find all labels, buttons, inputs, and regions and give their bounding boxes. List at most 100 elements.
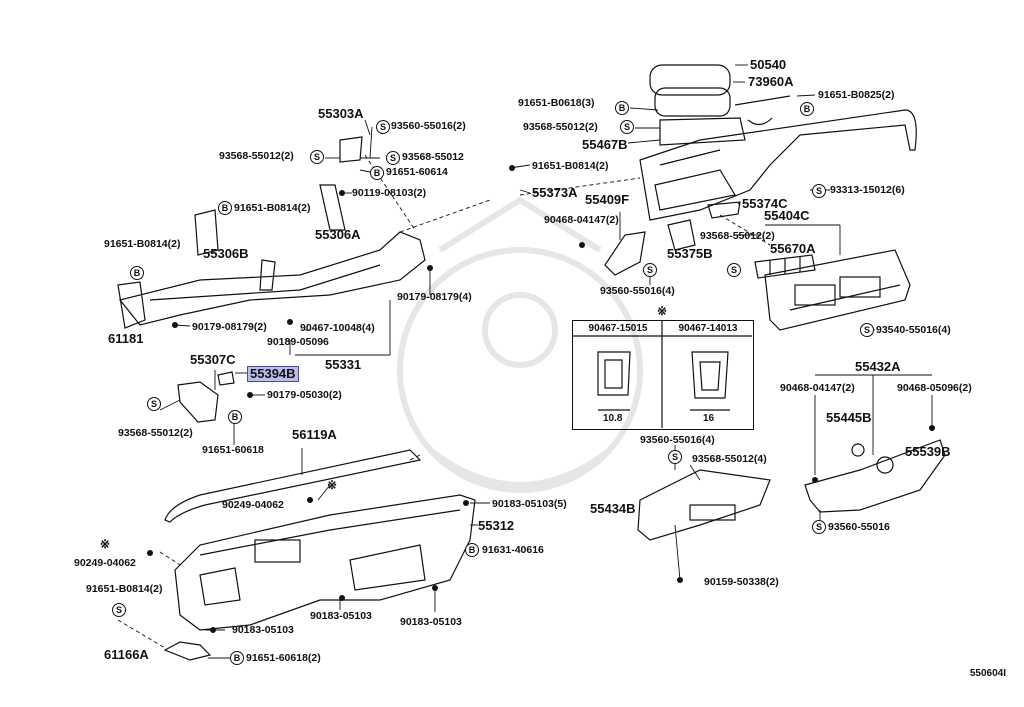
- part-label: 93560-55016: [828, 521, 890, 533]
- part-label: 90467-10048(4): [300, 322, 375, 334]
- option-box-star: ※: [657, 304, 668, 318]
- part-label: 55434B: [590, 501, 636, 516]
- option-col1-label: 90467-15015: [588, 323, 648, 334]
- part-label: 93568-55012: [402, 151, 464, 163]
- star-note: ※: [327, 478, 338, 492]
- s-symbol: S: [643, 263, 657, 277]
- part-label: 90159-50338(2): [704, 576, 779, 588]
- glove-box-shape: [637, 469, 771, 541]
- part-label: 55374C: [742, 196, 788, 211]
- watermark-emblem: [397, 196, 643, 493]
- part-label: 93560-55016(2): [391, 120, 466, 132]
- part-label: 91651-B0618(3): [518, 97, 595, 109]
- part-label: 91651-60618(2): [246, 652, 321, 664]
- bracket-55374C-shape: [707, 201, 741, 219]
- part-label: 93560-55016(4): [640, 434, 715, 446]
- part-label: 93568-55012(2): [523, 121, 598, 133]
- part-label: 55409F: [585, 192, 630, 207]
- dash-reinforcement-shape: [117, 136, 426, 329]
- s-symbol: S: [620, 120, 634, 134]
- b-symbol: B: [370, 166, 384, 180]
- part-label: 55445B: [826, 410, 872, 425]
- part-label: 91631-40616: [482, 544, 544, 556]
- part-label: 90189-05096: [267, 336, 329, 348]
- part-label: 93568-55012(2): [219, 150, 294, 162]
- part-label: 55303A: [318, 106, 364, 121]
- b-symbol: B: [228, 410, 242, 424]
- s-symbol: S: [376, 120, 390, 134]
- part-label: 61181: [108, 331, 144, 346]
- b-symbol: B: [130, 266, 144, 280]
- upper-dash-pad-shape: [639, 109, 917, 221]
- center-cluster-frame-shape: [764, 249, 911, 331]
- s-symbol: S: [668, 450, 682, 464]
- s-symbol: S: [112, 603, 126, 617]
- part-label: 91651-60614: [386, 166, 448, 178]
- part-label: 90183-05103(5): [492, 498, 567, 510]
- part-label: 55331: [325, 357, 362, 372]
- part-label: 90183-05103: [400, 616, 462, 628]
- part-label: 55373A: [532, 185, 578, 200]
- part-label: 91651-60618: [202, 444, 264, 456]
- option-dim2: 16: [703, 413, 715, 424]
- option-dim1: 10.8: [603, 413, 623, 424]
- part-label: 93540-55016(4): [876, 324, 951, 336]
- part-label: 90468-04147(2): [544, 214, 619, 226]
- part-label: 55306B: [203, 246, 249, 261]
- b-symbol: B: [465, 543, 479, 557]
- part-label: 90249-04062: [74, 557, 136, 569]
- part-label: 91651-B0814(2): [104, 238, 181, 250]
- part-label: 55375B: [667, 246, 713, 261]
- part-label: 55539B: [905, 444, 951, 459]
- fastener-dots: [147, 165, 935, 633]
- part-label: 90249-04062: [222, 499, 284, 511]
- part-label: 90119-08103(2): [352, 187, 427, 199]
- part-label: 90468-05096(2): [897, 382, 972, 394]
- part-label: 90183-05103: [310, 610, 372, 622]
- side-vent-shape: [604, 231, 646, 276]
- b-symbol: B: [218, 201, 232, 215]
- star-note: ※: [100, 537, 111, 551]
- part-label: 93568-55012(2): [118, 427, 193, 439]
- part-label: 90179-08179(4): [397, 291, 472, 303]
- part-label: 90183-05103: [232, 624, 294, 636]
- lower-panel-55432A-shape: [804, 439, 946, 513]
- part-label: 90468-04147(2): [780, 382, 855, 394]
- part-label: 91651-B0814(2): [532, 160, 609, 172]
- s-symbol: S: [147, 397, 161, 411]
- part-label: 93560-55016(4): [600, 285, 675, 297]
- s-symbol: S: [812, 184, 826, 198]
- part-label: 55467B: [582, 137, 628, 152]
- part-label: 61166A: [104, 647, 149, 662]
- b-symbol: B: [230, 651, 244, 665]
- highlighted-part-55394B[interactable]: 55394B: [247, 366, 299, 382]
- defroster-strip-shape: [164, 449, 422, 523]
- s-symbol: S: [812, 520, 826, 534]
- part-label: 55312: [478, 518, 515, 533]
- s-symbol: S: [310, 150, 324, 164]
- part-55394B-shape: [217, 371, 235, 386]
- option-box: [572, 320, 754, 430]
- s-symbol: S: [727, 263, 741, 277]
- catalog-code: 550604I: [969, 668, 1006, 679]
- part-label: 55306A: [315, 227, 361, 242]
- option-col2-label: 90467-14013: [678, 323, 738, 334]
- vent-assy-shape: [754, 254, 816, 279]
- part-label: 93568-55012(2): [700, 230, 775, 242]
- part-label: 90179-05030(2): [267, 389, 342, 401]
- b-symbol: B: [800, 102, 814, 116]
- part-label: 50540: [750, 57, 787, 72]
- part-label: 93568-55012(4): [692, 453, 767, 465]
- bracket-55307C-shape: [177, 381, 219, 423]
- part-label: 93313-15012(6): [830, 184, 905, 196]
- airbag-module-shape: [649, 64, 791, 146]
- main-dashboard-shape: [174, 494, 476, 631]
- bracket-61166A-shape: [163, 641, 212, 661]
- part-label: 56119A: [292, 427, 337, 442]
- part-label: 73960A: [748, 74, 794, 89]
- s-symbol: S: [860, 323, 874, 337]
- option-box-lines: [572, 320, 752, 428]
- b-symbol: B: [615, 101, 629, 115]
- part-label: 91651-B0814(2): [86, 583, 163, 595]
